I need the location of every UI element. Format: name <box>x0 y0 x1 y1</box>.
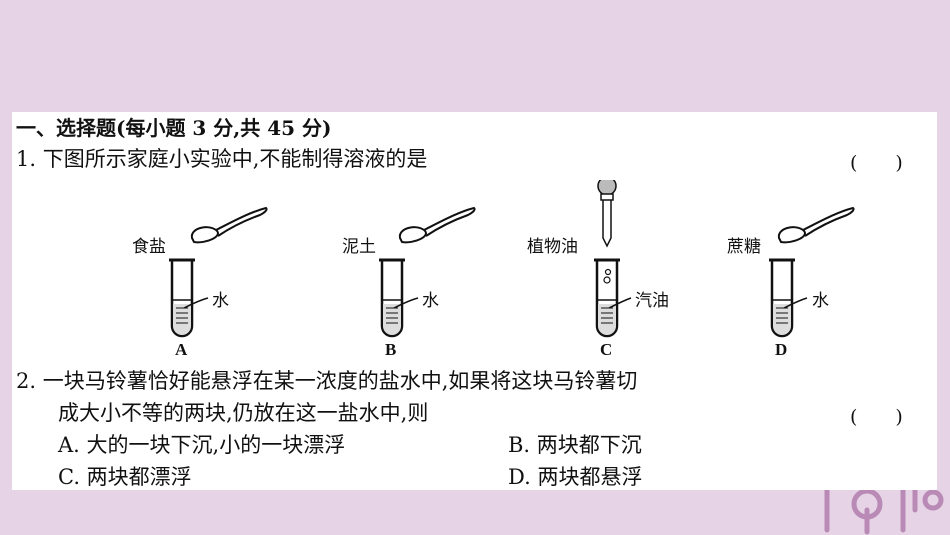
question-2-stem-line-1: 2. 一块马铃薯恰好能悬浮在某一浓度的盐水中,如果将这块马铃薯切 <box>16 369 638 393</box>
test-tube-dropper-illustration <box>594 180 632 338</box>
test-tube-spoon-illustration <box>169 206 268 338</box>
test-tube-spoon-illustration <box>769 206 855 338</box>
experiment-b-solvent-label: 水 <box>422 291 439 311</box>
question-2-option-b: B. 两块都下沉 <box>508 433 642 457</box>
question-paper: 一、选择题(每小题 3 分,共 45 分) 1. 下图所示家庭小实验中,不能制得… <box>12 112 937 490</box>
question-2-option-c: C. 两块都漂浮 <box>58 465 192 489</box>
experiment-a-solvent-label: 水 <box>212 291 229 311</box>
question-2-option-a: A. 大的一块下沉,小的一块漂浮 <box>58 433 346 457</box>
experiment-c-solvent-label: 汽油 <box>635 291 669 311</box>
question-2-answer-blank: ( ) <box>850 406 903 428</box>
experiment-a-letter: A <box>175 340 188 359</box>
experiment-d-letter: D <box>775 340 788 359</box>
experiment-d: 蔗糖 水 D <box>717 180 877 360</box>
question-1-answer-blank: ( ) <box>850 152 903 174</box>
test-tube-spoon-illustration <box>379 206 476 338</box>
experiment-c-solute-label: 植物油 <box>527 237 578 257</box>
question-2-option-d: D. 两块都悬浮 <box>508 465 643 489</box>
experiment-c: 植物油 汽油 C <box>517 180 717 360</box>
question-2-stem-line-2: 成大小不等的两块,仍放在这一盐水中,则 <box>58 401 429 425</box>
experiment-d-solute-label: 蔗糖 <box>727 237 761 257</box>
experiment-b-solute-label: 泥土 <box>342 237 376 257</box>
experiment-a: 食盐 水 A <box>132 180 282 360</box>
experiment-b: 泥土 水 B <box>342 180 492 360</box>
section-title: 一、选择题(每小题 3 分,共 45 分) <box>16 116 332 140</box>
experiment-d-solvent-label: 水 <box>812 291 829 311</box>
experiment-a-solute-label: 食盐 <box>132 237 166 257</box>
question-1-stem: 1. 下图所示家庭小实验中,不能制得溶液的是 <box>16 147 428 171</box>
experiment-b-letter: B <box>385 340 397 359</box>
experiment-c-letter: C <box>600 340 613 359</box>
